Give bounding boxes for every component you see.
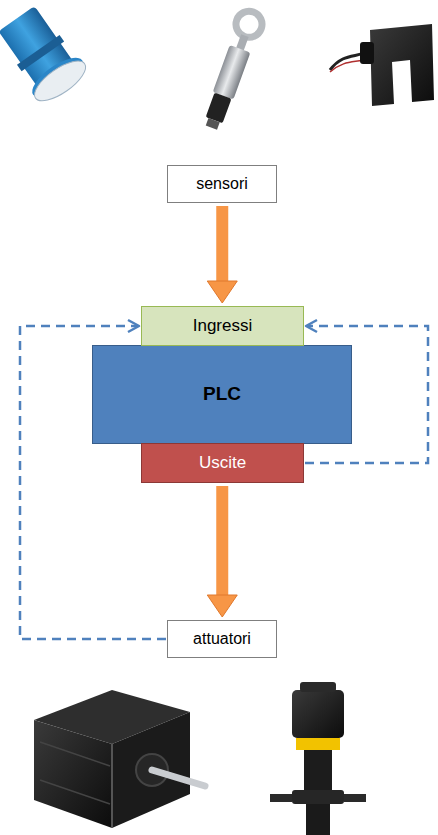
arrow-head [306,320,317,332]
box-label: Ingressi [193,316,253,336]
load-cell [199,8,266,132]
connector-line [216,206,228,283]
output-block: Uscite [141,443,304,483]
valve-actuator [270,682,366,835]
signal-arrow [207,206,237,303]
stepper-motor [34,690,205,828]
arrow-head [128,320,139,332]
plc-block: PLC [92,345,352,444]
input-block: Ingressi [141,306,304,346]
box-label: sensori [196,174,248,193]
box-label: PLC [203,383,241,406]
fork-sensor [330,24,434,106]
signal-box: sensori [167,165,277,203]
cylinder-sensor [0,1,92,107]
box-label: Uscite [199,453,246,473]
connector-line [216,486,228,597]
signal-arrow [207,486,237,617]
signal-box: attuatori [167,620,277,658]
arrow-head [207,595,237,617]
box-label: attuatori [193,629,251,648]
arrow-head [207,281,237,303]
